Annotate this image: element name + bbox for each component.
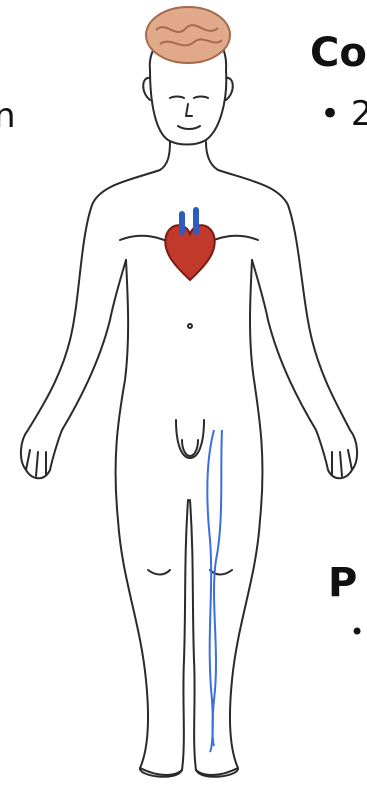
heart-icon xyxy=(165,210,214,280)
vein-icon xyxy=(207,430,222,752)
brain-icon xyxy=(146,7,230,63)
body-outline xyxy=(21,29,357,777)
